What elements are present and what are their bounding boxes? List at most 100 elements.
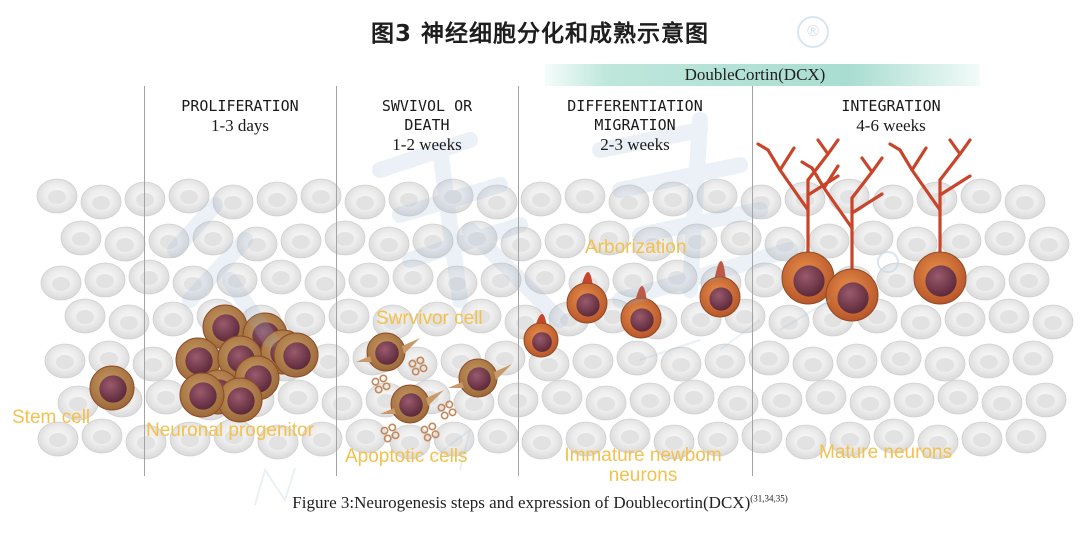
label-immature-neurons: Immature newbom neurons xyxy=(548,446,738,486)
background-cell xyxy=(1012,340,1054,376)
background-cell xyxy=(1008,262,1050,298)
background-cell xyxy=(961,421,1003,457)
background-cell xyxy=(480,262,522,298)
stage-name: INTEGRATION xyxy=(841,97,941,115)
foreground-cells xyxy=(89,138,972,443)
background-cell xyxy=(301,421,343,457)
background-cell xyxy=(148,223,190,259)
background-cell xyxy=(1028,226,1070,262)
stage-duration: 2-3 weeks xyxy=(600,135,670,154)
background-cell xyxy=(168,178,210,214)
background-cell xyxy=(968,343,1010,379)
background-cell xyxy=(660,346,702,382)
background-cell xyxy=(653,424,695,460)
background-cell xyxy=(456,220,498,256)
background-cell xyxy=(984,220,1026,256)
background-cell xyxy=(697,421,739,457)
background-cell xyxy=(416,301,458,337)
stage-name-line1: DIFFERENTIATION xyxy=(567,97,703,115)
background-cell xyxy=(937,379,979,415)
background-cell xyxy=(896,226,938,262)
background-cell xyxy=(616,340,658,376)
survivor-cell xyxy=(356,332,420,372)
stage-proliferation: PROLIFERATION 1-3 days xyxy=(148,97,332,136)
background-cell xyxy=(836,343,878,379)
label-immature-line1: Immature newbom xyxy=(564,445,722,466)
background-cell xyxy=(80,184,122,220)
background-cell xyxy=(476,184,518,220)
immature-neuron xyxy=(699,261,741,318)
background-cell xyxy=(304,265,346,301)
background-cell xyxy=(57,385,99,421)
background-cell xyxy=(145,379,187,415)
background-cell xyxy=(608,184,650,220)
background-cell xyxy=(277,379,319,415)
background-cell xyxy=(988,298,1030,334)
background-cell xyxy=(808,223,850,259)
background-cell xyxy=(764,226,806,262)
mature-neuron xyxy=(756,138,840,305)
background-cell xyxy=(372,304,414,340)
background-cell xyxy=(104,226,146,262)
background-cell xyxy=(256,181,298,217)
background-cell xyxy=(893,382,935,418)
background-cell xyxy=(585,385,627,421)
apoptotic-cell xyxy=(437,400,457,420)
background-cell xyxy=(300,178,342,214)
stage-divider xyxy=(752,86,753,476)
background-cell xyxy=(81,418,123,454)
background-cell xyxy=(704,343,746,379)
label-arborization: Arborization xyxy=(585,237,687,258)
stage-divider xyxy=(144,86,145,476)
progenitor-cell xyxy=(179,372,225,418)
background-cell xyxy=(696,178,738,214)
background-cell xyxy=(792,346,834,382)
background-cell xyxy=(152,301,194,337)
background-cell xyxy=(852,220,894,256)
dcx-band-label: DoubleCortin(DCX) xyxy=(684,65,826,84)
stage-divider xyxy=(518,86,519,476)
background-cell xyxy=(432,178,474,214)
background-cell xyxy=(284,301,326,337)
stage-duration: 1-2 weeks xyxy=(392,135,462,154)
background-cell xyxy=(680,301,722,337)
stage-duration: 1-3 days xyxy=(210,116,270,135)
background-cell xyxy=(216,262,258,298)
background-cell xyxy=(740,184,782,220)
caption-text: Figure 3:Neurogenesis steps and expressi… xyxy=(292,493,751,512)
background-cell xyxy=(36,178,78,214)
background-cell xyxy=(477,418,519,454)
background-cell xyxy=(524,259,566,295)
label-mature-neurons: Mature neurons xyxy=(819,442,953,463)
background-cell xyxy=(37,421,79,457)
background-cell xyxy=(500,226,542,262)
background-cell xyxy=(348,262,390,298)
background-cell xyxy=(849,385,891,421)
background-cell xyxy=(460,298,502,334)
background-cell xyxy=(1025,382,1067,418)
dcx-expression-band xyxy=(545,64,980,86)
chart-title: 图3 神经细胞分化和成熟示意图 xyxy=(370,21,709,47)
apoptotic-cell xyxy=(420,422,440,442)
background-cell xyxy=(321,385,363,421)
background-cell xyxy=(388,181,430,217)
background-cell xyxy=(880,340,922,376)
background-cell xyxy=(1004,184,1046,220)
label-survivor-cell: Swrvivor cell xyxy=(376,308,483,329)
background-cell xyxy=(192,220,234,256)
background-cell xyxy=(964,265,1006,301)
background-cell xyxy=(484,340,526,376)
label-apoptotic-cells: Apoptotic cells xyxy=(345,446,468,467)
stem-cell xyxy=(89,365,135,411)
background-cell xyxy=(412,223,454,259)
immature-neuron xyxy=(566,272,608,324)
background-cell xyxy=(124,181,166,217)
background-cell xyxy=(520,181,562,217)
background-cell xyxy=(368,226,410,262)
background-cell xyxy=(744,262,786,298)
caption-refs: (31,34,35) xyxy=(750,493,788,504)
background-cell xyxy=(652,181,694,217)
background-cell xyxy=(172,265,214,301)
background-cell xyxy=(436,265,478,301)
mature-neuron xyxy=(888,138,972,305)
